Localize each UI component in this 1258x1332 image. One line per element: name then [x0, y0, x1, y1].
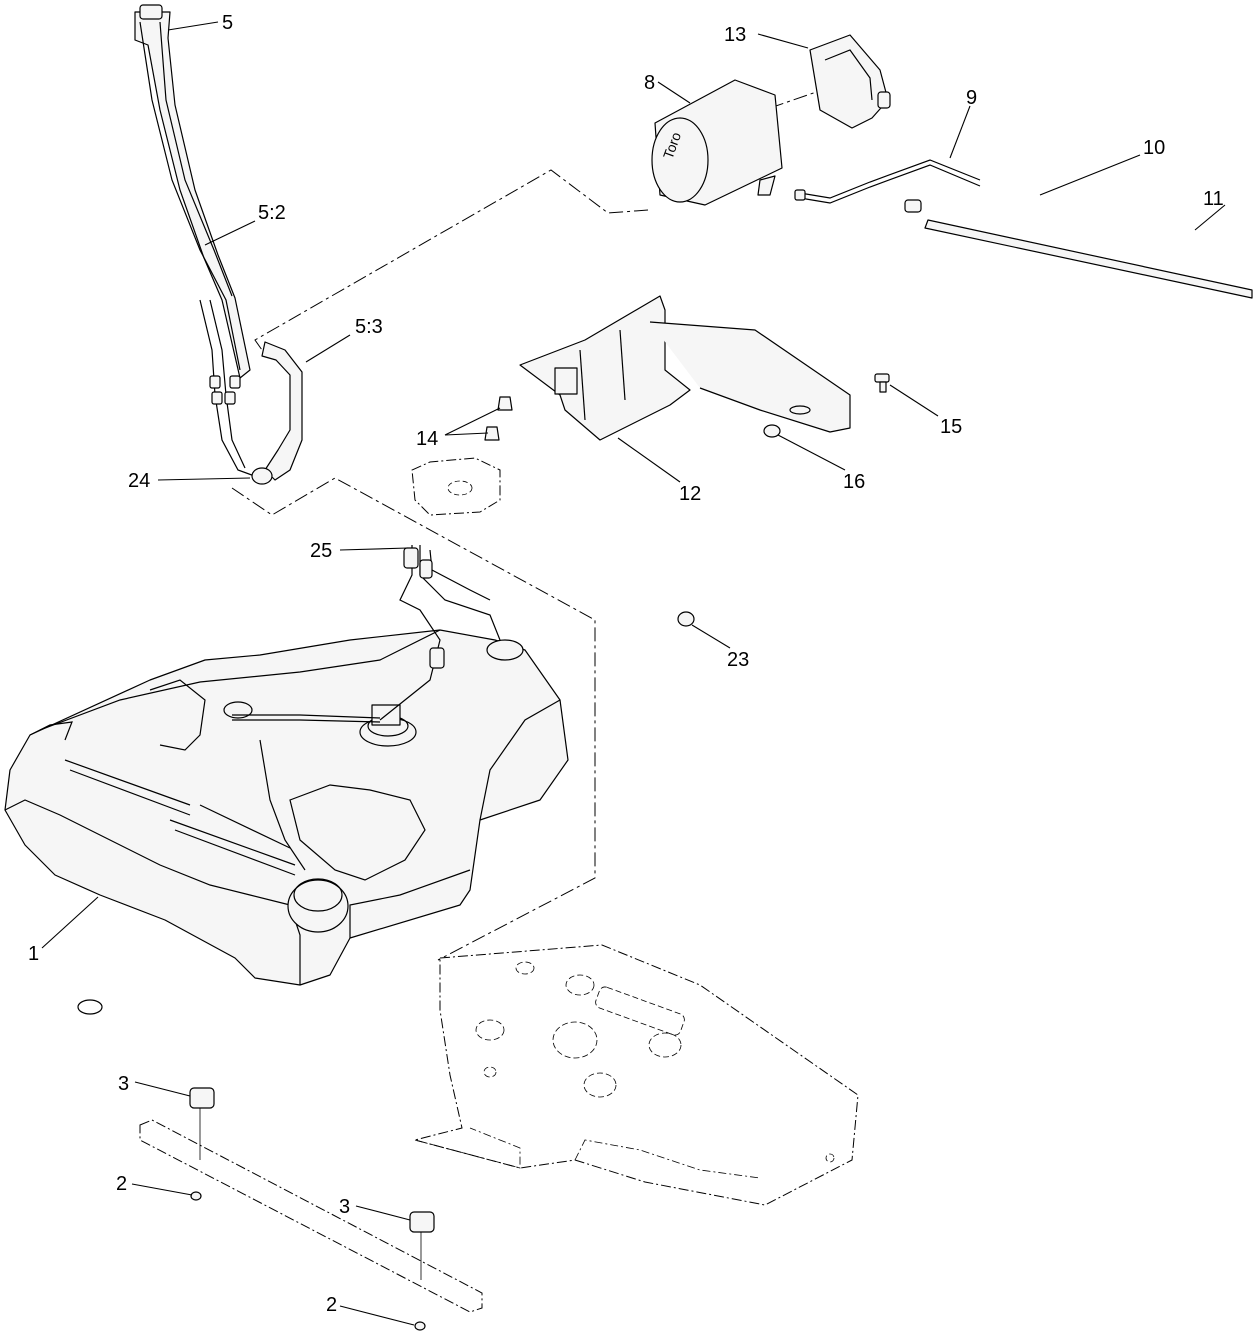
- canister-bracket: [519, 295, 851, 441]
- callout-24: 24: [128, 470, 150, 492]
- canister-strap: [809, 34, 891, 129]
- fuel-tank: [4, 629, 569, 1015]
- leader-line: [617, 437, 681, 483]
- leader-line: [657, 81, 691, 104]
- callout-13: 13: [724, 24, 746, 46]
- callout-1: 1: [28, 943, 39, 965]
- callout-25: 25: [310, 540, 332, 562]
- leader-line: [889, 384, 939, 417]
- callout-10: 10: [1143, 137, 1165, 159]
- mount-plate: [411, 457, 501, 516]
- leader-line: [949, 105, 971, 159]
- leader-line: [355, 1205, 411, 1221]
- callout-12: 12: [679, 483, 701, 505]
- leader-line: [691, 624, 731, 649]
- grommet: [677, 611, 695, 627]
- assembly-phantom-line-upper: [254, 169, 649, 351]
- leader-line: [204, 220, 256, 246]
- leader-line: [41, 896, 99, 949]
- hose-fitting: [904, 199, 922, 213]
- carbon-canister: Toro: [651, 79, 783, 206]
- hose-clamp: [251, 467, 273, 485]
- leader-line: [131, 1183, 193, 1196]
- callout-9: 9: [966, 87, 977, 109]
- leader-line: [777, 434, 846, 471]
- leader-line: [339, 1305, 415, 1326]
- vent-hose: [794, 159, 981, 204]
- callout-5-2: 5:2: [258, 202, 286, 224]
- leader-line: [305, 334, 351, 363]
- bolt: [874, 373, 890, 393]
- leader-line: [757, 33, 809, 49]
- filler-hose: [261, 341, 303, 481]
- bumper: [189, 1087, 435, 1280]
- leader-line: [167, 21, 219, 31]
- leader-line: [444, 407, 501, 436]
- callout-15: 15: [940, 416, 962, 438]
- filler-neck: [134, 4, 261, 479]
- callout-2: 2: [326, 1294, 337, 1316]
- callout-16: 16: [843, 471, 865, 493]
- nut: [190, 1191, 426, 1331]
- callout-5: 5: [222, 12, 233, 34]
- callout-11: 11: [1203, 188, 1224, 210]
- leader-line: [339, 547, 409, 551]
- callout-23: 23: [727, 649, 749, 671]
- nut: [763, 424, 781, 438]
- leader-line: [1039, 154, 1141, 196]
- callout-2: 2: [116, 1173, 127, 1195]
- support-strip: [139, 1119, 483, 1313]
- leader-line: [134, 1081, 191, 1097]
- fuel-line: [39, 545, 501, 871]
- callout-5-3: 5:3: [355, 316, 383, 338]
- assembly-phantom-line-lower: [231, 477, 596, 961]
- callout-3: 3: [339, 1196, 350, 1218]
- callout-14: 14: [416, 428, 438, 450]
- leader-line: [1194, 204, 1226, 231]
- screw: [484, 396, 513, 441]
- callout-3: 3: [118, 1073, 129, 1095]
- frame-plate: [413, 944, 859, 1206]
- vent-tube: [924, 219, 1253, 299]
- callout-8: 8: [644, 72, 655, 94]
- leader-line: [444, 432, 489, 436]
- leader-line: [157, 477, 251, 481]
